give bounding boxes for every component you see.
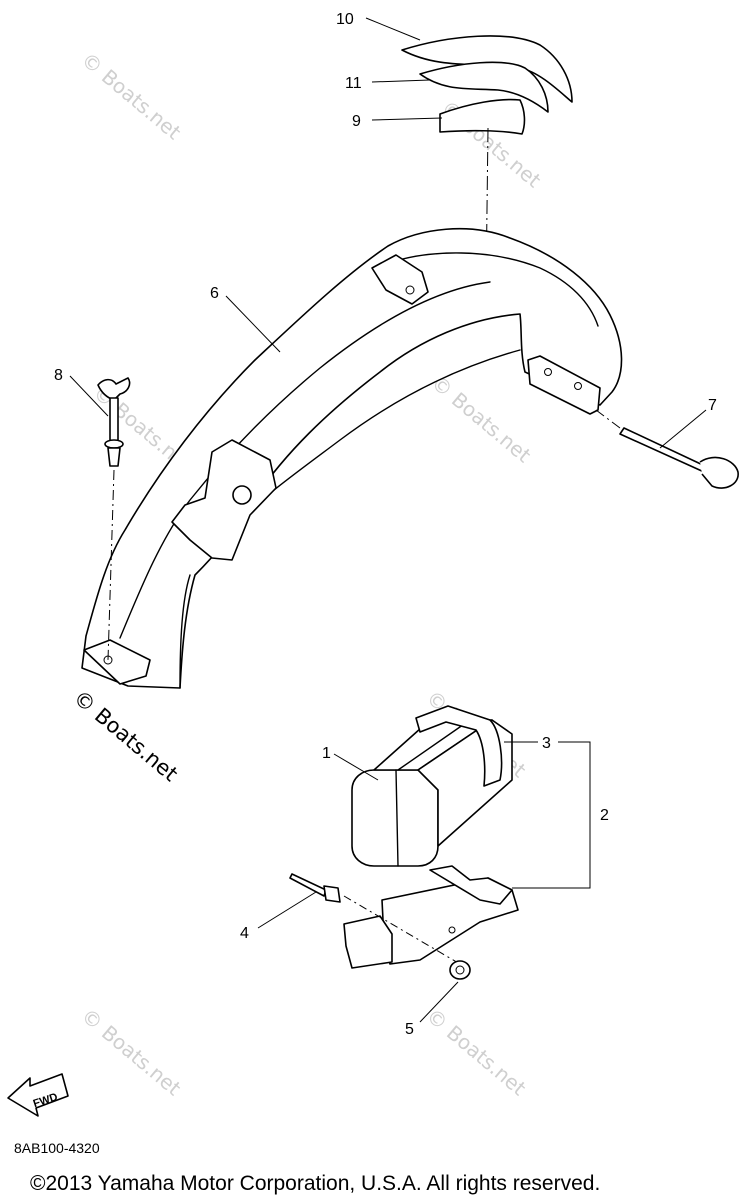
fwd-arrow: FWD	[7, 1073, 69, 1117]
strap	[415, 705, 503, 787]
callout-10: 10	[336, 11, 354, 28]
pin-body	[619, 427, 706, 473]
leader-11	[371, 79, 431, 83]
fender-outline	[81, 227, 623, 689]
callout-9: 9	[352, 113, 361, 130]
callout-1: 1	[322, 745, 331, 762]
callout-4: 4	[240, 925, 249, 942]
leader-6	[225, 295, 281, 353]
leader-7	[659, 409, 707, 449]
fender-front-tab	[83, 639, 151, 685]
rear-bracket-hole	[544, 368, 552, 376]
part-2-tray	[343, 865, 519, 969]
leader-8	[69, 375, 109, 417]
fender-ridge-upper	[391, 252, 599, 327]
leader-lines	[69, 17, 707, 1023]
tray-hole	[448, 926, 456, 934]
copyright-notice: ©2013 Yamaha Motor Corporation, U.S.A. A…	[30, 1172, 601, 1195]
box-band-side	[397, 719, 471, 771]
bracket-hole	[405, 285, 415, 295]
screw-head	[323, 885, 341, 903]
callout-5: 5	[405, 1021, 414, 1038]
callout-7: 7	[708, 397, 717, 414]
callout-8: 8	[54, 367, 63, 384]
callout-6: 6	[210, 285, 219, 302]
watermark-text-dark: © Boats.net	[69, 685, 183, 786]
watermark-text: © Boats.net	[422, 1003, 531, 1100]
tray-lip-rear	[429, 865, 513, 905]
nut	[449, 960, 471, 980]
fender-middle-bracket	[171, 439, 277, 561]
leader-4	[257, 891, 317, 929]
box-front	[351, 769, 439, 867]
part-6-fender	[81, 227, 623, 689]
fwd-arrow-icon	[7, 1073, 69, 1117]
screw-shaft	[289, 873, 327, 897]
tray-lip-front	[343, 915, 393, 969]
callout-3: 3	[542, 735, 551, 752]
bolt-dash-line	[107, 469, 115, 661]
box-band	[395, 769, 399, 867]
flap-assembly	[401, 35, 573, 291]
tray-dash-line	[343, 895, 461, 965]
callout-labels: 10 11 9 6 7 8 1 3 2 4 5	[54, 11, 717, 1038]
leader-10	[365, 17, 421, 41]
leader-2-bracket	[512, 741, 591, 889]
fender-rear-bracket	[527, 355, 601, 415]
pin-dash-line	[595, 409, 621, 429]
middle-bracket-hole	[232, 485, 252, 505]
part-3-strap	[415, 705, 503, 787]
fender-inner-edge	[179, 574, 191, 689]
part-9-pad	[439, 98, 526, 135]
leader-5	[419, 981, 459, 1023]
nut-hole	[455, 965, 465, 975]
bolt-tip	[107, 447, 121, 467]
part-8-bolt	[97, 377, 131, 661]
leader-9	[371, 117, 443, 121]
callout-11: 11	[345, 75, 362, 92]
bolt-washer	[104, 439, 124, 449]
part-11-flap	[419, 61, 549, 113]
watermark-text: © Boats.net	[427, 370, 536, 467]
part-7-pin	[595, 409, 739, 489]
watermark-text: © Boats.net	[77, 1003, 186, 1100]
rear-bracket-hole	[574, 382, 582, 390]
watermark-text: © Boats.net	[77, 47, 186, 144]
bolt-wing	[97, 377, 131, 401]
part-5-nut	[449, 960, 471, 980]
leader-1	[333, 753, 379, 781]
flap-center-line	[485, 127, 489, 291]
callout-2: 2	[600, 807, 609, 824]
part-4-screw	[289, 873, 341, 903]
reference-code: 8AB100-4320	[14, 1140, 100, 1156]
pin-loop	[699, 456, 739, 489]
fender-ridge-lower	[119, 281, 491, 639]
